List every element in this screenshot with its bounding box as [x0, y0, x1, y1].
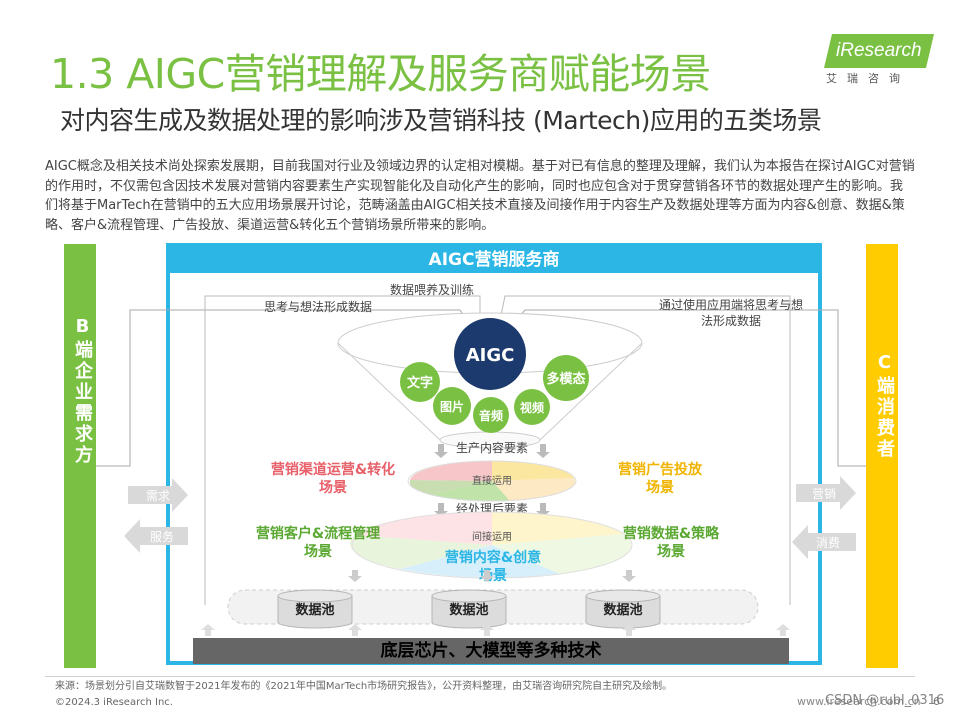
intro-paragraph: AIGC概念及相关技术尚处探索发展期，目前我国对行业及领域边界的认定相对模糊。基… [45, 159, 915, 233]
tech-up-arrow-icon-5 [776, 624, 790, 636]
tech-up-arrow-icon-3 [480, 624, 494, 636]
bubble-image [433, 387, 471, 425]
scenario-content-line1: 营销内容&创意 [445, 549, 541, 566]
bubble-multimodal [543, 355, 589, 401]
bubble-text [400, 362, 440, 402]
bubble-video [514, 389, 550, 425]
page-title: 1.3 AIGC营销理解及服务商赋能场景 [50, 50, 711, 98]
bubble-audio [473, 397, 509, 433]
bubble-text-label: 文字 [407, 375, 433, 391]
pool-arrow-icon-mid [480, 570, 494, 582]
arrow-consume-label: 消费 [816, 536, 840, 550]
service-arrow-icon [124, 519, 188, 553]
label-produce: 生产内容要素 [456, 440, 528, 455]
left-service-line [204, 295, 484, 605]
scenario-datastrat-line2: 场景 [657, 544, 685, 560]
bubble-image-label: 图片 [440, 399, 464, 414]
label-feed: 数据喂养及训练 [390, 282, 474, 297]
demand-arrow-icon [128, 478, 188, 512]
page-number: 6 [933, 695, 940, 708]
watermark: CSDN @rubl_0316 [825, 693, 945, 708]
logo-wordmark: iResearch [836, 40, 922, 61]
label-left-data: 思考与想法形成数据 [264, 299, 372, 314]
bubble-audio-label: 音频 [479, 408, 503, 423]
source-note: 来源：场景划分引自艾瑞数智于2021年发布的《2021年中国MarTech市场研… [55, 681, 673, 692]
right-service-line [497, 295, 791, 605]
label-right-data-line2: 法形成数据 [701, 313, 761, 328]
c-side-consumer-column: C端消费者 [866, 244, 898, 668]
c-side-label: C端消费者 [874, 352, 895, 460]
direct-use-disc [407, 460, 577, 502]
page-subtitle: 对内容生成及数据处理的影响涉及营销科技 (Martech)应用的五类场景 [60, 106, 822, 135]
data-pool-3 [585, 589, 661, 629]
marketing-arrow-icon [796, 476, 856, 510]
aigc-core-circle [454, 318, 526, 390]
produce-arrow-icon [434, 444, 448, 458]
scenario-datastrat-line1: 营销数据&策略 [623, 525, 720, 542]
b-side-label: B端企业需求方 [72, 316, 93, 466]
data-pool-2-label: 数据池 [449, 602, 488, 618]
label-indirect: 间接运用 [472, 530, 512, 543]
indirect-use-disc [350, 511, 633, 579]
base-technology-bar: 底层芯片、大模型等多种技术 [193, 638, 789, 664]
bubble-video-label: 视频 [520, 400, 544, 415]
scenario-ads-line2: 场景 [646, 480, 674, 496]
pool-arrow-icon-right [622, 570, 636, 582]
scenario-customer-line1: 营销客户&流程管理 [256, 525, 380, 542]
scenario-customer-line2: 场景 [304, 544, 332, 560]
tech-up-arrow-icon-1 [201, 624, 215, 636]
data-pool-3-label: 数据池 [603, 602, 642, 618]
footer-divider [45, 676, 915, 677]
label-direct: 直接运用 [472, 474, 512, 487]
bubble-multimodal-label: 多模态 [546, 371, 585, 387]
data-pool-2 [431, 589, 507, 629]
provider-title: AIGC营销服务商 [170, 247, 818, 273]
scenario-ads-line1: 营销广告投放 [618, 461, 703, 478]
produce-arrow-icon-right [536, 444, 550, 458]
scenario-channel-line2: 场景 [319, 480, 347, 496]
scenario-channel-line1: 营销渠道运营&转化 [271, 461, 395, 478]
data-pool-1 [277, 589, 353, 629]
logo-subtitle: 艾瑞咨询 [826, 72, 910, 85]
consume-arrow-icon [792, 525, 856, 559]
arrow-marketing-label: 营销 [812, 487, 836, 501]
iresearch-logo [824, 34, 934, 68]
website-link[interactable]: www.iresearch.com.cn [797, 695, 921, 708]
tech-up-arrow-icon-4 [622, 624, 636, 636]
label-right-data-line1: 通过使用应用端将思考与想 [659, 297, 803, 312]
tech-up-arrow-icon-2 [348, 624, 362, 636]
copyright: ©2024.3 iResearch Inc. [55, 697, 173, 708]
arrow-service-label: 服务 [150, 529, 174, 544]
data-pool-1-label: 数据池 [295, 602, 334, 618]
b-side-demand-column: B端企业需求方 [64, 244, 96, 668]
arrow-demand-label: 需求 [146, 489, 170, 503]
pool-arrow-icon-left [348, 570, 362, 582]
aigc-label: AIGC [466, 345, 515, 366]
